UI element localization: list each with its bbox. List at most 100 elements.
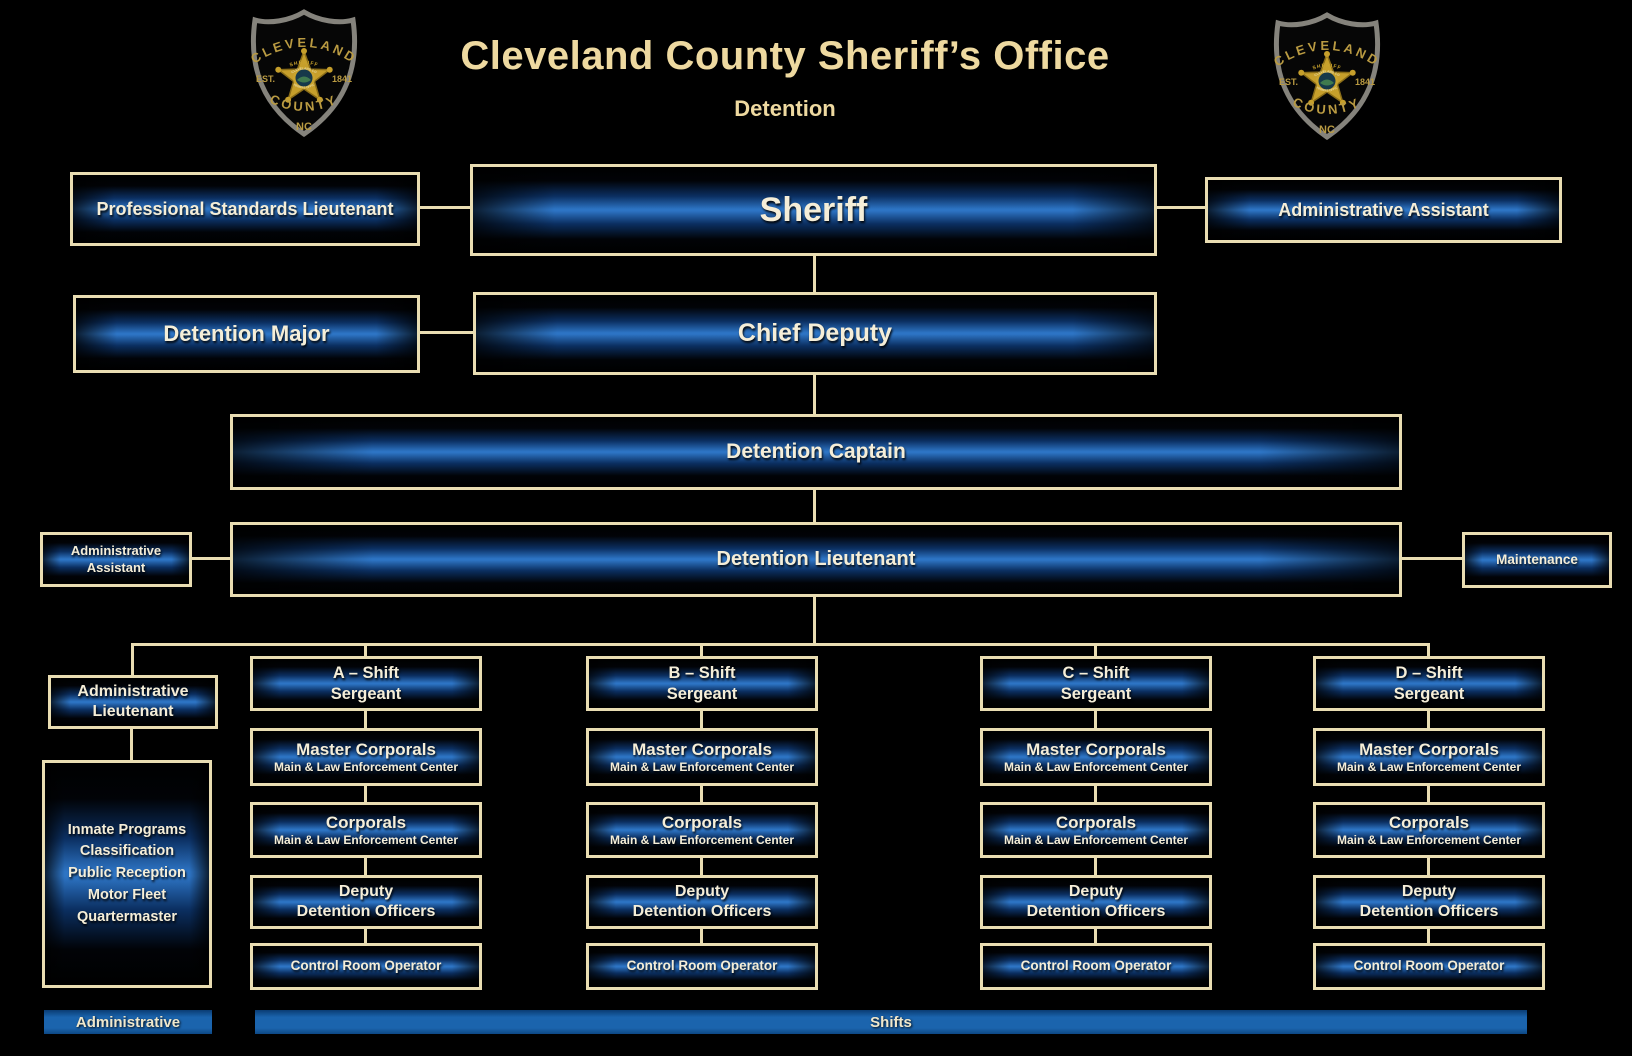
list-item: Classification: [79, 843, 175, 860]
box-label-line1: Administrative: [77, 683, 189, 700]
box-label-line1: Deputy: [674, 883, 730, 900]
box-sublabel: Main & Law Enforcement Center: [1003, 760, 1189, 775]
sheriff-badge-icon: CLEVELAND SHERIFF CLEVELAND CO SHERIFFS …: [243, 7, 358, 138]
box-label-line2: Assistant: [86, 559, 146, 575]
box-sublabel: Main & Law Enforcement Center: [1336, 760, 1522, 775]
box-label: Master Corporals: [1026, 739, 1166, 759]
shift-b-control-room-box: Control Room Operator: [586, 943, 818, 990]
box-label: Corporals: [1388, 812, 1470, 832]
shift-name: C – Shift: [1062, 663, 1130, 682]
connector-sheriff-chiefdeputy: [813, 256, 816, 292]
connector-a-1: [364, 711, 367, 728]
box-label: Detention Lieutenant: [716, 548, 916, 570]
page-subtitle: Detention: [734, 96, 836, 121]
shift-d-master-corporals-box: Master Corporals Main & Law Enforcement …: [1313, 728, 1545, 786]
box-sublabel: Main & Law Enforcement Center: [1336, 833, 1522, 848]
shift-c-corporals-box: Corporals Main & Law Enforcement Center: [980, 802, 1212, 858]
box-sublabel: Main & Law Enforcement Center: [273, 760, 459, 775]
shift-c-sergeant-box: C – Shift Sergeant: [980, 656, 1212, 711]
shift-d-deputy-box: Deputy Detention Officers: [1313, 875, 1545, 929]
footer-administrative-label: Administrative: [75, 1013, 181, 1031]
box-label: Detention Major: [163, 321, 330, 347]
shift-b-master-corporals-box: Master Corporals Main & Law Enforcement …: [586, 728, 818, 786]
box-administrative-assistant-small: Administrative Assistant: [40, 532, 192, 587]
box-label-line1: Deputy: [1068, 883, 1124, 900]
box-sublabel: Main & Law Enforcement Center: [273, 833, 459, 848]
shift-name: D – Shift: [1395, 663, 1463, 682]
shift-rank: Sergeant: [1060, 684, 1132, 703]
badge-est-text: EST.: [256, 74, 275, 84]
connector-chiefdeputy-captain: [813, 375, 816, 414]
box-label: Master Corporals: [1359, 739, 1499, 759]
box-sublabel: Main & Law Enforcement Center: [609, 760, 795, 775]
box-label: Control Room Operator: [290, 958, 442, 974]
box-label-line1: Administrative: [70, 543, 162, 559]
shift-b-deputy-box: Deputy Detention Officers: [586, 875, 818, 929]
connector-d-3: [1427, 858, 1430, 875]
badge-arc-bottom-text: COUNTY: [268, 91, 338, 114]
box-label-line2: Detention Officers: [296, 903, 436, 920]
footer-shifts-label: Shifts: [870, 1013, 912, 1031]
svg-text:COUNTY: COUNTY: [1291, 94, 1364, 117]
box-chief-deputy: Chief Deputy: [473, 292, 1157, 375]
box-sublabel: Main & Law Enforcement Center: [609, 833, 795, 848]
badge-est-text: EST.: [1279, 77, 1298, 87]
connector-a-2: [364, 786, 367, 802]
shift-d-sergeant-box: D – Shift Sergeant: [1313, 656, 1545, 711]
box-administrative-lieutenant: Administrative Lieutenant: [48, 675, 218, 729]
box-label: Control Room Operator: [626, 958, 778, 974]
box-label: Control Room Operator: [1353, 958, 1505, 974]
connector-d-1: [1427, 711, 1430, 728]
connector-adminasst-lieutenant: [192, 557, 230, 560]
box-label: Master Corporals: [632, 739, 772, 759]
list-item: Public Reception: [68, 865, 186, 882]
box-label: Professional Standards Lieutenant: [96, 198, 394, 219]
connector-d-2: [1427, 786, 1430, 802]
list-item: Motor Fleet: [87, 886, 167, 903]
box-label-line2: Detention Officers: [632, 903, 772, 920]
connector-profstd-sheriff: [420, 206, 470, 209]
connector-adminlt-duties: [130, 729, 133, 760]
connector-major-chiefdeputy: [420, 331, 473, 334]
box-label-line2: Detention Officers: [1359, 903, 1499, 920]
drop-shift-d: [1427, 646, 1430, 656]
footer-administrative-bar: Administrative: [44, 1010, 212, 1034]
connector-b-3: [700, 858, 703, 875]
badge-state-text: NC: [1319, 124, 1335, 136]
box-detention-captain: Detention Captain: [230, 414, 1402, 490]
shift-c-control-room-box: Control Room Operator: [980, 943, 1212, 990]
shift-name: A – Shift: [332, 663, 400, 682]
shift-b-corporals-box: Corporals Main & Law Enforcement Center: [586, 802, 818, 858]
box-sheriff: Sheriff: [470, 164, 1157, 256]
shift-a-master-corporals-box: Master Corporals Main & Law Enforcement …: [250, 728, 482, 786]
box-admin-duties-list: Inmate Programs Classification Public Re…: [42, 760, 212, 988]
shift-name: B – Shift: [668, 663, 736, 682]
connector-c-2: [1094, 786, 1097, 802]
connector-b-4: [700, 929, 703, 943]
page-title: Cleveland County Sheriff’s Office: [460, 34, 1110, 78]
box-label: Chief Deputy: [737, 318, 893, 347]
connector-a-4: [364, 929, 367, 943]
box-label: Detention Captain: [726, 439, 906, 463]
box-label: Control Room Operator: [1020, 958, 1172, 974]
shift-b-sergeant-box: B – Shift Sergeant: [586, 656, 818, 711]
connector-d-4: [1427, 929, 1430, 943]
box-professional-standards-lieutenant: Professional Standards Lieutenant: [70, 172, 420, 246]
badge-year-text: 1841: [1355, 77, 1375, 87]
shift-a-corporals-box: Corporals Main & Law Enforcement Center: [250, 802, 482, 858]
connector-b-1: [700, 711, 703, 728]
badge-year-text: 1841: [332, 74, 352, 84]
box-label: Corporals: [661, 812, 743, 832]
connector-c-1: [1094, 711, 1097, 728]
box-label: Administrative Assistant: [1278, 199, 1489, 220]
shift-a-control-room-box: Control Room Operator: [250, 943, 482, 990]
box-label-line2: Detention Officers: [1026, 903, 1166, 920]
svg-text:COUNTY: COUNTY: [268, 91, 341, 114]
box-label-line1: Deputy: [338, 883, 394, 900]
badge-star-arc-text: SHERIFF: [289, 60, 318, 69]
distribution-line: [131, 643, 1430, 646]
drop-shift-c: [1094, 646, 1097, 656]
list-item: Inmate Programs: [67, 821, 187, 838]
box-label: Corporals: [1055, 812, 1137, 832]
